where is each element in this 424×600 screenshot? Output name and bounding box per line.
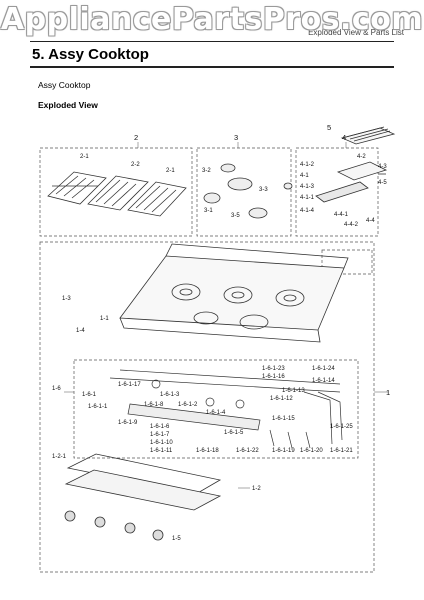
- exploded-view-heading: Exploded View: [38, 100, 98, 110]
- label-group-4: 4: [342, 133, 346, 142]
- label-4-1-1: 4-1-1: [300, 195, 315, 201]
- label-1-6-1-11: 1-6-1-11: [150, 448, 173, 454]
- label-group-5: 5: [327, 123, 331, 132]
- label-1-6-1-25: 1-6-1-25: [330, 424, 353, 430]
- label-2-1-a: 2-1: [80, 154, 89, 160]
- label-1-6-1-8: 1-6-1-8: [144, 402, 164, 408]
- label-3-2: 3-2: [202, 168, 211, 174]
- label-1-6-1-10: 1-6-1-10: [150, 440, 173, 446]
- label-1-6-1: 1-6-1: [82, 392, 97, 398]
- group-box-grates: [39, 147, 193, 237]
- cooktop-drawing: [119, 243, 349, 343]
- griddle-drawing: [315, 126, 396, 203]
- label-1-6-1-17: 1-6-1-17: [118, 382, 141, 388]
- label-1-6-1-3: 1-6-1-3: [160, 392, 180, 398]
- label-1-6-1-5: 1-6-1-5: [224, 430, 244, 436]
- watermark: AppliancePartsPros.com: [0, 2, 424, 37]
- callout-labels: 2 3 4 5 1 2-1 2-2 2-1 3-2 3-3 3-1 3-5 4-…: [52, 123, 390, 542]
- label-1-1: 1-1: [100, 316, 109, 322]
- label-1-6-1-20: 1-6-1-20: [300, 448, 323, 454]
- label-1-6: 1-6: [52, 386, 61, 392]
- label-4-1-2: 4-1-2: [300, 162, 315, 168]
- label-1-6-1-19: 1-6-1-19: [272, 448, 295, 454]
- header-right-text: Exploded View & Parts List: [308, 28, 404, 37]
- label-1-6-1-15: 1-6-1-15: [272, 416, 295, 422]
- label-1-6-1-4: 1-6-1-4: [206, 410, 226, 416]
- label-4-1-4: 4-1-4: [300, 208, 315, 214]
- label-group-3: 3: [234, 133, 238, 142]
- label-1-5: 1-5: [172, 536, 181, 542]
- label-1-2-1: 1-2-1: [52, 454, 67, 460]
- valves-drawing: [109, 369, 343, 449]
- label-4-5: 4-5: [378, 180, 387, 186]
- label-4-4-2: 4-4-2: [344, 222, 359, 228]
- label-1-6-1-24: 1-6-1-24: [312, 366, 335, 372]
- label-1-6-1-21: 1-6-1-21: [330, 448, 353, 454]
- label-1-6-1-2: 1-6-1-2: [178, 402, 198, 408]
- panel-drawing: [64, 453, 222, 541]
- top-rule: [30, 41, 394, 42]
- label-1-6-1-9: 1-6-1-9: [118, 420, 138, 426]
- label-3-3: 3-3: [259, 187, 268, 193]
- label-1-6-1-14: 1-6-1-14: [312, 378, 335, 384]
- label-4-2: 4-2: [357, 154, 366, 160]
- label-4-1-3: 4-1-3: [300, 184, 315, 190]
- leader-lines: [64, 142, 388, 489]
- label-1-6-1-1: 1-6-1-1: [88, 404, 108, 410]
- grates-drawing: [47, 171, 187, 217]
- label-1-6-1-18: 1-6-1-18: [196, 448, 219, 454]
- label-1-6-1-22: 1-6-1-22: [236, 448, 259, 454]
- title-rule: [30, 66, 394, 68]
- label-1-6-1-13: 1-6-1-13: [282, 388, 305, 394]
- label-2-1-b: 2-1: [166, 168, 175, 174]
- label-1-6-1-6: 1-6-1-6: [150, 424, 170, 430]
- label-1-6-1-16: 1-6-1-16: [262, 374, 285, 380]
- label-1-3: 1-3: [62, 296, 71, 302]
- label-1-4: 1-4: [76, 328, 85, 334]
- label-1-2: 1-2: [252, 486, 261, 492]
- label-1-6-1-7: 1-6-1-7: [150, 432, 170, 438]
- subtitle: Assy Cooktop: [38, 80, 91, 90]
- group-box-valves: [73, 359, 359, 459]
- label-group-1: 1: [386, 388, 390, 397]
- label-4-4: 4-4: [366, 218, 375, 224]
- label-4-4-1: 4-4-1: [334, 212, 349, 218]
- label-3-5: 3-5: [231, 213, 240, 219]
- label-group-2: 2: [134, 133, 138, 142]
- group-box-griddle-sub: [321, 249, 373, 275]
- label-1-6-1-23: 1-6-1-23: [262, 366, 285, 372]
- group-box-burners: [196, 147, 292, 237]
- section-title: 5. Assy Cooktop: [32, 46, 149, 63]
- label-2-2: 2-2: [131, 162, 140, 168]
- burner-caps-drawing: [203, 163, 293, 219]
- group-box-cooktop: [39, 241, 375, 573]
- label-4-1: 4-1: [300, 173, 309, 179]
- label-1-6-1-12: 1-6-1-12: [270, 396, 293, 402]
- label-4-3: 4-3: [378, 164, 387, 170]
- group-box-griddle: [295, 147, 379, 237]
- label-3-1: 3-1: [204, 208, 213, 214]
